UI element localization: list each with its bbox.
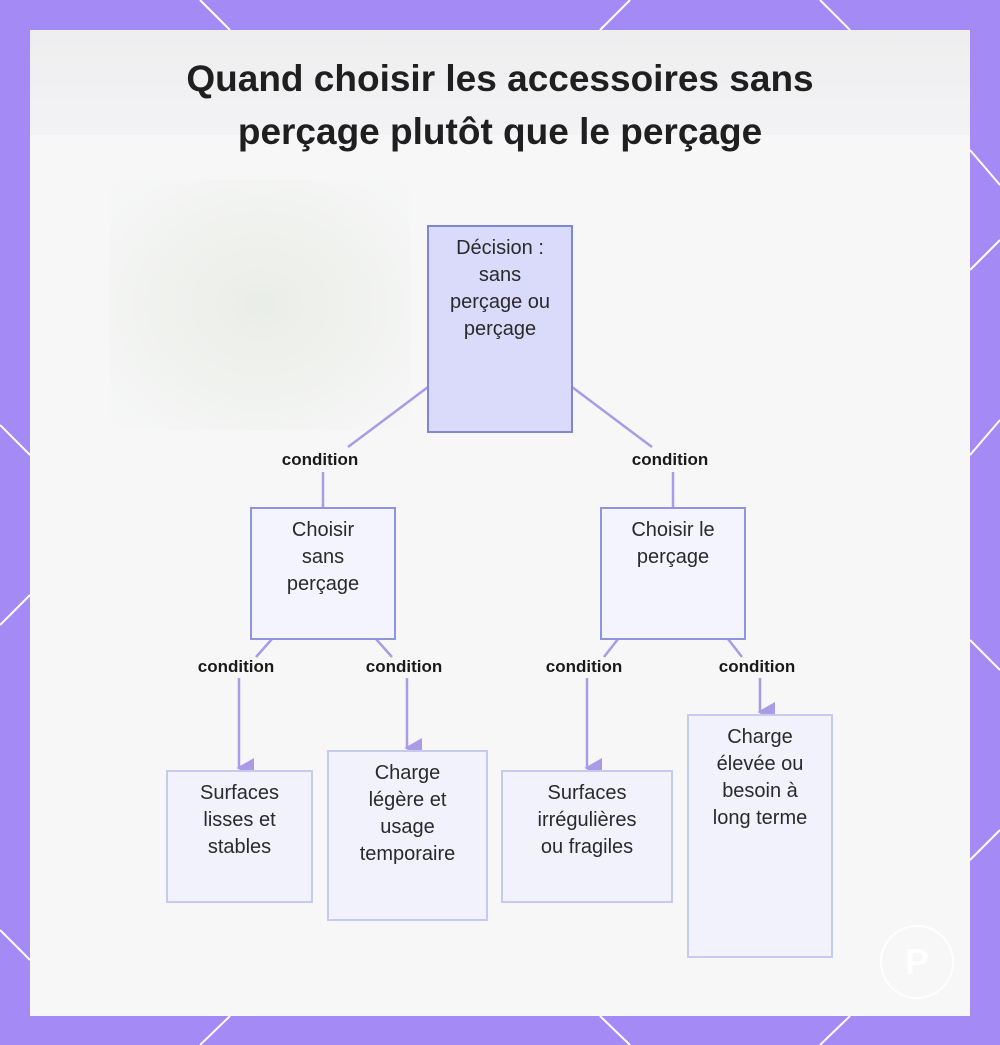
logo-badge-icon: P — [880, 925, 954, 999]
node-choose-no-drill-label: Choisir sans perçage — [286, 519, 360, 595]
node-choose-no-drill: Choisir sans perçage — [250, 507, 396, 640]
node-smooth-surfaces: Surfaces lisses et stables — [166, 770, 313, 903]
node-light-load-label: Charge légère et usage temporaire — [359, 762, 456, 865]
node-choose-drill-label: Choisir le perçage — [631, 519, 715, 568]
node-decision-label: Décision : sans perçage ou perçage — [449, 237, 551, 340]
edge-label-no-drill-light: condition — [365, 657, 443, 676]
node-irregular-surfaces: Surfaces irrégulières ou fragiles — [501, 770, 673, 903]
node-heavy-load: Charge élevée ou besoin à long terme — [687, 714, 833, 958]
node-smooth-surfaces-label: Surfaces lisses et stables — [200, 782, 279, 858]
node-choose-drill: Choisir le perçage — [600, 507, 746, 640]
edge-no-drill-to-smooth — [255, 638, 273, 658]
node-heavy-load-label: Charge élevée ou besoin à long terme — [712, 726, 808, 829]
edge-drill-to-irregular — [603, 638, 619, 658]
node-light-load: Charge légère et usage temporaire — [327, 750, 488, 921]
edge-label-root-drill: condition — [631, 450, 709, 469]
edge-label-no-drill-smooth: condition — [197, 657, 275, 676]
edge-drill-to-heavy — [727, 638, 743, 658]
edge-no-drill-to-light — [375, 638, 393, 658]
title-line-2: perçage plutôt que le perçage — [237, 111, 763, 152]
edge-label-drill-irregular: condition — [545, 657, 623, 676]
node-irregular-surfaces-label: Surfaces irrégulières ou fragiles — [537, 782, 637, 858]
node-decision: Décision : sans perçage ou perçage — [427, 225, 573, 433]
page-title: Quand choisir les accessoires sans perça… — [0, 52, 1000, 158]
edge-root-to-drill — [571, 386, 653, 448]
title-line-1: Quand choisir les accessoires sans — [186, 58, 814, 99]
edge-root-to-no-drill — [347, 386, 429, 448]
edge-label-drill-heavy: condition — [718, 657, 796, 676]
background-band — [30, 30, 970, 135]
edge-label-root-no-drill: condition — [281, 450, 359, 469]
background-shade — [110, 180, 410, 430]
